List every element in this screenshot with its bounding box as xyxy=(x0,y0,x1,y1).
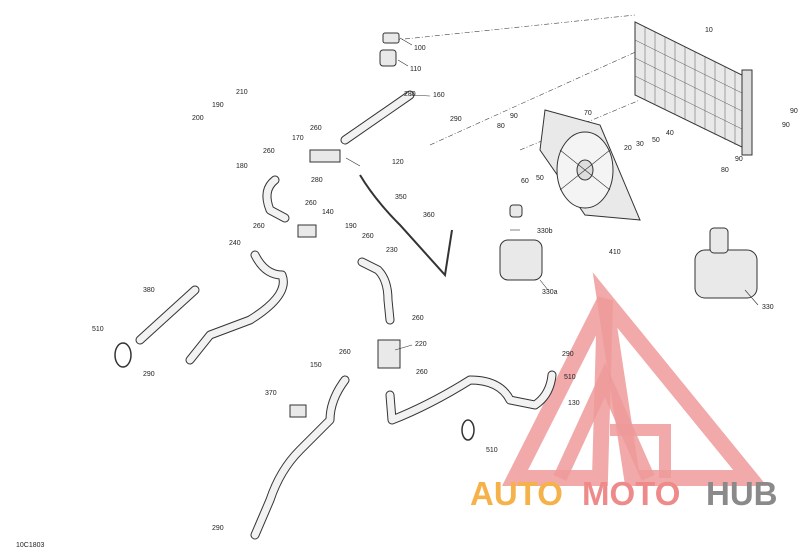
watermark-text-moto: MOTO xyxy=(582,475,680,512)
callout-290c: 290 xyxy=(212,525,224,532)
leader-lines xyxy=(345,37,759,351)
callout-260h: 260 xyxy=(416,369,428,376)
hose-180 xyxy=(262,175,290,223)
callout-330: 330 xyxy=(762,304,774,311)
cap-100 xyxy=(382,32,400,44)
callout-330b: 330b xyxy=(537,228,553,235)
callout-280b: 280 xyxy=(311,177,323,184)
callout-120: 120 xyxy=(392,159,404,166)
callout-260d: 260 xyxy=(253,223,265,230)
callout-370: 370 xyxy=(265,390,277,397)
callout-90b: 90 xyxy=(735,156,743,163)
hose-380 xyxy=(135,285,200,345)
clamp-510b xyxy=(461,419,475,441)
callout-510a: 510 xyxy=(92,326,104,333)
callout-50b: 50 xyxy=(652,137,660,144)
cap-330b xyxy=(509,204,523,218)
callout-10: 10 xyxy=(705,27,713,34)
callout-90c: 90 xyxy=(790,108,798,115)
reservoir-330 xyxy=(694,227,758,299)
hose-240 xyxy=(185,250,288,365)
callout-380: 380 xyxy=(143,287,155,294)
callout-290d: 290 xyxy=(562,351,574,358)
assembly-lines xyxy=(394,14,641,151)
hose-150 xyxy=(250,375,350,540)
callout-80a: 80 xyxy=(497,123,505,130)
callout-190a: 190 xyxy=(212,102,224,109)
callout-220: 220 xyxy=(415,341,427,348)
callout-160: 160 xyxy=(433,92,445,99)
callout-260f: 260 xyxy=(412,315,424,322)
diagram-code: 10C1803 xyxy=(16,542,45,549)
thermostat-220 xyxy=(377,339,401,369)
callout-90d: 90 xyxy=(782,122,790,129)
callout-260b: 260 xyxy=(263,148,275,155)
callout-230: 230 xyxy=(386,247,398,254)
fan-assembly xyxy=(539,109,641,221)
callout-30: 30 xyxy=(636,141,644,148)
callout-510b: 510 xyxy=(486,447,498,454)
fitting-140 xyxy=(297,224,317,238)
hose-160 xyxy=(340,90,415,145)
callout-350: 350 xyxy=(395,194,407,201)
fitting-170 xyxy=(309,149,341,163)
callout-290a: 290 xyxy=(450,116,462,123)
callout-150: 150 xyxy=(310,362,322,369)
neck-110 xyxy=(379,49,397,67)
watermark-logo xyxy=(501,272,767,486)
watermark-text-hub: HUB xyxy=(706,475,778,512)
callout-360: 360 xyxy=(423,212,435,219)
callout-190b: 190 xyxy=(345,223,357,230)
callout-210: 210 xyxy=(236,89,248,96)
radiator xyxy=(634,21,753,156)
reservoir-330a xyxy=(499,239,543,281)
callout-260g: 260 xyxy=(339,349,351,356)
callout-40: 40 xyxy=(666,130,674,137)
callout-170: 170 xyxy=(292,135,304,142)
callout-260e: 260 xyxy=(362,233,374,240)
clamp-510 xyxy=(114,342,132,368)
callout-260c: 260 xyxy=(305,200,317,207)
callout-280a: 280 xyxy=(404,91,416,98)
callout-180: 180 xyxy=(236,163,248,170)
callout-110: 110 xyxy=(410,66,421,73)
callout-50a: 50 xyxy=(536,175,544,182)
callout-140: 140 xyxy=(322,209,334,216)
callout-90a: 90 xyxy=(510,113,518,120)
callout-290b: 290 xyxy=(143,371,155,378)
watermark-text-auto: AUTO xyxy=(470,475,563,512)
clamp-370 xyxy=(289,404,307,418)
callout-240: 240 xyxy=(229,240,241,247)
callout-410: 410 xyxy=(609,249,621,256)
callout-100: 100 xyxy=(414,45,426,52)
callout-260a: 260 xyxy=(310,125,322,132)
callout-70: 70 xyxy=(584,110,592,117)
callout-130: 130 xyxy=(568,400,580,407)
callout-60: 60 xyxy=(521,178,529,185)
callout-510c: 510 xyxy=(564,374,576,381)
callout-330a: 330a xyxy=(542,289,558,296)
hose-350 xyxy=(359,174,453,278)
callout-20: 20 xyxy=(624,145,632,152)
callout-200: 200 xyxy=(192,115,204,122)
hose-230 xyxy=(357,257,395,325)
callout-80b: 80 xyxy=(721,167,729,174)
hose-130 xyxy=(385,370,557,425)
